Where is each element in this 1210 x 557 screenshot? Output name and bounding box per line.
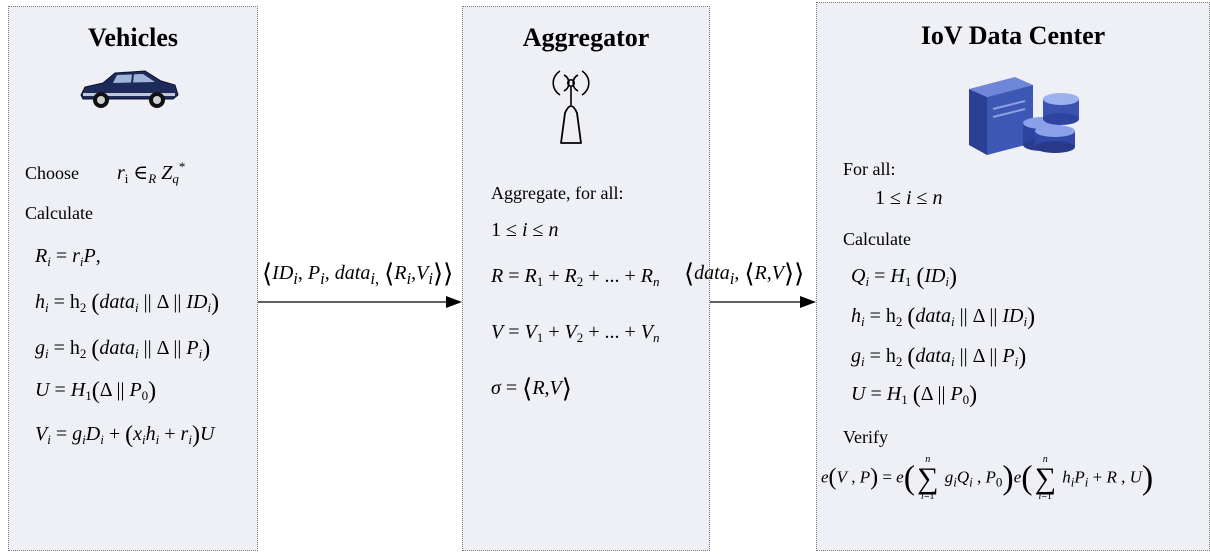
formula-V-sum: V = V1 + V2 + ... + Vn — [491, 321, 660, 345]
verify-label: Verify — [843, 427, 888, 447]
datacenter-panel: IoV Data Center For all: 1 ≤ i ≤ n Calcu… — [816, 2, 1210, 551]
for-all-label: For all: — [843, 159, 896, 179]
aggregator-title: Aggregator — [522, 23, 650, 52]
formula-range-i: 1 ≤ i ≤ n — [491, 219, 559, 241]
formula-V-i: Vi = giDi + (xihi + ri)U — [35, 422, 215, 448]
formula-g-i: gi = h2 (datai || Δ || Pi) — [35, 336, 211, 362]
formula-sigma: σ = ⟨R,V⟩ — [491, 374, 572, 403]
formula-dc-U: U = H1 (Δ || P0) — [851, 382, 978, 408]
formula-R-i: Ri = riP, — [35, 245, 101, 269]
calculate-label: Calculate — [25, 203, 93, 223]
formula-Q-i: Qi = H1 (IDi) — [851, 264, 958, 290]
antenna-icon — [552, 70, 590, 144]
arrow-vehicles-to-aggregator — [258, 296, 462, 308]
car-icon — [80, 70, 179, 108]
formula-U: U = H1(Δ || P0) — [35, 378, 157, 404]
vehicles-title: Vehicles — [87, 23, 179, 52]
vehicles-panel: Vehicles Choose ri ∈R Zq* Calculate Ri =… — [8, 6, 258, 551]
formula-dc-range-i: 1 ≤ i ≤ n — [875, 187, 943, 209]
formula-choose-r: ri ∈R Zq* — [117, 159, 186, 186]
formula-dc-g-i: gi = h2 (datai || Δ || Pi) — [851, 344, 1027, 370]
aggregate-label: Aggregate, for all: — [491, 183, 624, 203]
choose-label: Choose — [25, 163, 79, 183]
formula-h-i: hi = h2 (datai || Δ || IDi) — [35, 290, 220, 316]
formula-R-sum: R = R1 + R2 + ... + Rn — [491, 265, 660, 289]
formula-verify: e(V , P) = e(n∑i=1 giQi , P0)e(n∑i=1 hiP… — [821, 454, 1154, 502]
dc-calculate-label: Calculate — [843, 229, 911, 249]
arrow-aggregator-to-datacenter — [710, 296, 816, 308]
server-database-icon — [969, 77, 1079, 155]
message-vehicles-to-aggregator: ⟨IDi, Pi, datai, ⟨Ri,Vi⟩⟩ — [262, 259, 454, 289]
message-aggregator-to-datacenter: ⟨datai, ⟨R,V⟩⟩ — [684, 259, 805, 289]
formula-dc-h-i: hi = h2 (datai || Δ || IDi) — [851, 304, 1036, 330]
datacenter-title: IoV Data Center — [920, 21, 1106, 50]
aggregator-panel: Aggregator Aggregate, for all: 1 ≤ i ≤ n… — [462, 6, 710, 551]
